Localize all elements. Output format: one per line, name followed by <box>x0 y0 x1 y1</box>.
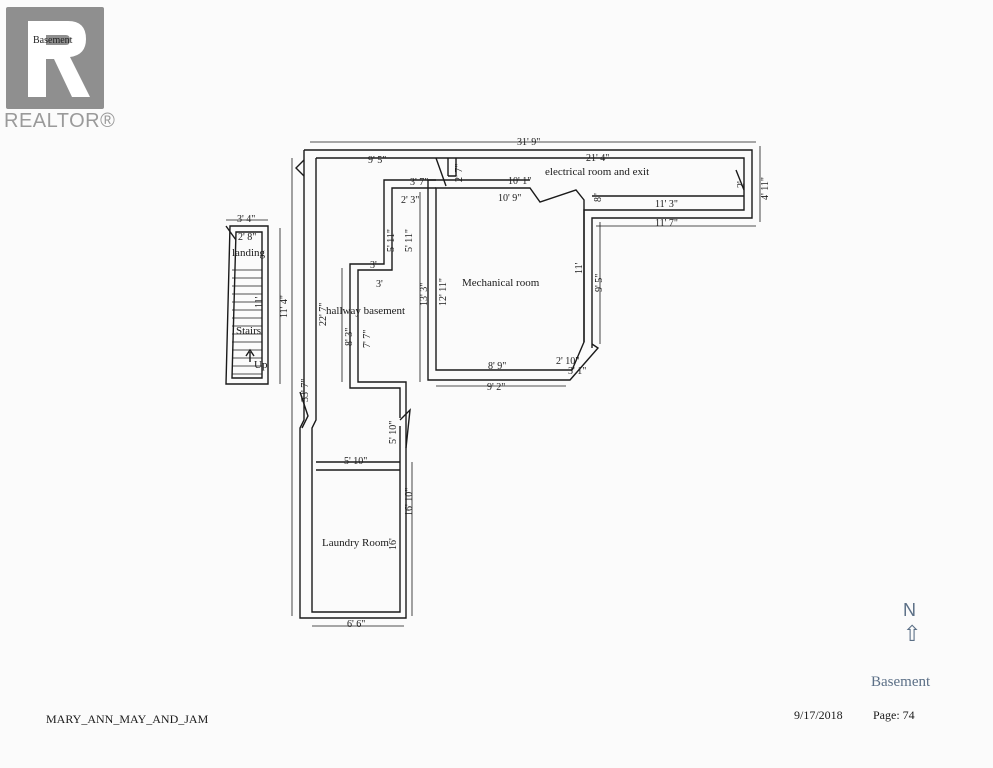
floor-label: Basement <box>871 674 931 690</box>
dim-mech-diag: 2' 10" <box>556 356 579 367</box>
room-label-up: Up <box>254 359 268 371</box>
footer-page: Page: 74 <box>873 708 915 722</box>
dim-corner: 8" <box>593 193 604 202</box>
dim-hall-right: 5' 10" <box>388 421 399 444</box>
room-label-landing: landing <box>232 247 265 259</box>
dim-stair-inner: 11' <box>254 296 265 308</box>
dim-corridor-inner: 11' 3" <box>655 199 678 210</box>
dim-mech-left-inner: 12' 11" <box>438 278 449 306</box>
dim-notch: 2' 7" <box>454 164 465 182</box>
dim-mech-right: 11' <box>574 262 585 274</box>
dim-step-top: 3' 7" <box>410 177 428 188</box>
realtor-r-icon <box>28 21 90 97</box>
stair-treads <box>232 269 262 375</box>
room-label-laundry: Laundry Room <box>322 537 389 549</box>
dim-jog-bottom: 3' <box>376 279 383 290</box>
room-label-mechanical: Mechanical room <box>462 277 540 289</box>
realtor-wordmark: REALTOR® <box>4 110 116 132</box>
dim-top-right: 21' 4" <box>586 153 609 164</box>
dim-stair-width: 3' 4" <box>237 214 255 225</box>
dim-mech-bottom-outer: 9' 2" <box>487 382 505 393</box>
dim-mech-right-outer: 9' 5" <box>594 274 605 292</box>
dim-hall-mid-b: 7' 7" <box>362 330 373 348</box>
dim-jog-inner: 5' 11" <box>404 229 415 252</box>
dim-mech-diag-outer: 3' 1" <box>568 366 586 377</box>
footer-date: 9/17/2018 <box>794 708 843 722</box>
dim-hall-outer: 33' 7" <box>300 379 311 402</box>
realtor-logo: Basement <box>6 7 104 109</box>
dim-corridor-outer: 11' 7" <box>655 218 678 229</box>
logo-caption: Basement <box>33 35 73 46</box>
compass-north-letter: N <box>903 600 916 620</box>
arrow-up-icon <box>245 348 255 362</box>
room-label-electrical: electrical room and exit <box>545 166 649 178</box>
dim-mech-top-outer: 10' 1" <box>508 176 531 187</box>
north-arrow-icon: ⇧ <box>903 622 922 647</box>
footer-project: MARY_ANN_MAY_AND_JAM <box>46 712 209 726</box>
dim-step-mid: 2' 3" <box>401 195 419 206</box>
dim-jog-outer: 5' 11" <box>386 229 397 252</box>
dim-stair-length: 11' 4" <box>279 295 290 318</box>
dim-stair-landing: 2' 8" <box>238 232 256 243</box>
dim-right-inner: 2' <box>736 181 747 188</box>
dim-laundry-width: 6' 6" <box>347 619 365 630</box>
dim-mech-top-inner: 10' 9" <box>498 193 521 204</box>
dim-hall-mid-a: 8' 3" <box>344 328 355 346</box>
dim-top-left: 9' 5" <box>368 155 386 166</box>
dim-mech-bottom: 8' 9" <box>488 361 506 372</box>
dim-hall-left: 22' 7" <box>318 303 329 326</box>
dim-hall-width: 5' 10" <box>344 456 367 467</box>
room-label-stairs: Stairs <box>236 325 261 337</box>
dim-mech-left-outer: 13' 3" <box>419 283 430 306</box>
dimension-lines <box>226 141 761 627</box>
dim-laundry-right: 16' 10" <box>404 488 415 516</box>
room-label-hallway: hallway basement <box>326 305 405 317</box>
walls <box>225 149 753 619</box>
dim-laundry-inner: 16' <box>388 538 399 550</box>
dim-top-overall: 31' 9" <box>517 137 540 148</box>
dim-right-end: 4' 11" <box>760 177 771 200</box>
dim-jog-top: 3' <box>370 260 377 271</box>
